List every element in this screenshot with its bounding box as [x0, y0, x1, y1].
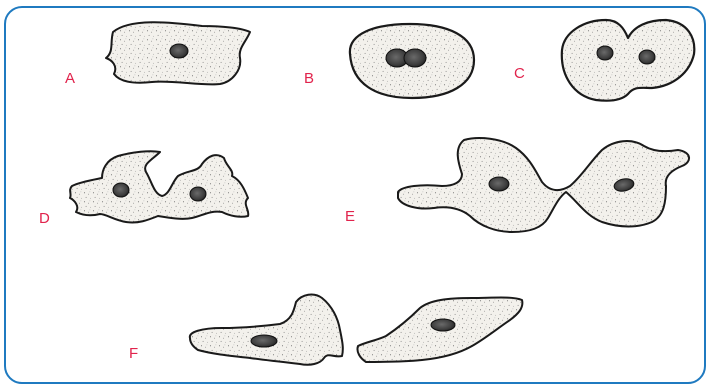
cell-c: [562, 20, 694, 101]
label-d: D: [39, 211, 50, 226]
label-e: E: [345, 209, 355, 224]
cell-f-right-nucleus: [431, 319, 455, 331]
cell-e: [398, 138, 689, 232]
diagram-canvas: [6, 8, 706, 384]
cell-e-nucleus-left: [489, 177, 509, 191]
label-a: A: [65, 71, 75, 86]
cell-c-nucleus-right: [639, 50, 655, 64]
cell-c-nucleus-left: [597, 46, 613, 60]
cell-c-body: [562, 20, 694, 101]
label-b: B: [304, 71, 314, 86]
label-f: F: [129, 346, 138, 361]
cell-e-body: [398, 138, 689, 232]
cell-a-nucleus: [170, 44, 188, 58]
cell-a: [106, 22, 250, 84]
cell-f: [190, 295, 523, 365]
cell-f-left-nucleus: [251, 335, 277, 347]
cell-d-nucleus-right: [190, 187, 206, 201]
cell-d: [70, 151, 248, 222]
cell-b: [350, 24, 474, 98]
label-c: C: [514, 66, 525, 81]
cell-d-body: [70, 151, 248, 222]
cell-b-nucleus-right: [404, 49, 426, 67]
cell-d-nucleus-left: [113, 183, 129, 197]
cell-f-left-body: [190, 295, 343, 365]
diagram-frame: A B C D E F: [4, 6, 706, 384]
